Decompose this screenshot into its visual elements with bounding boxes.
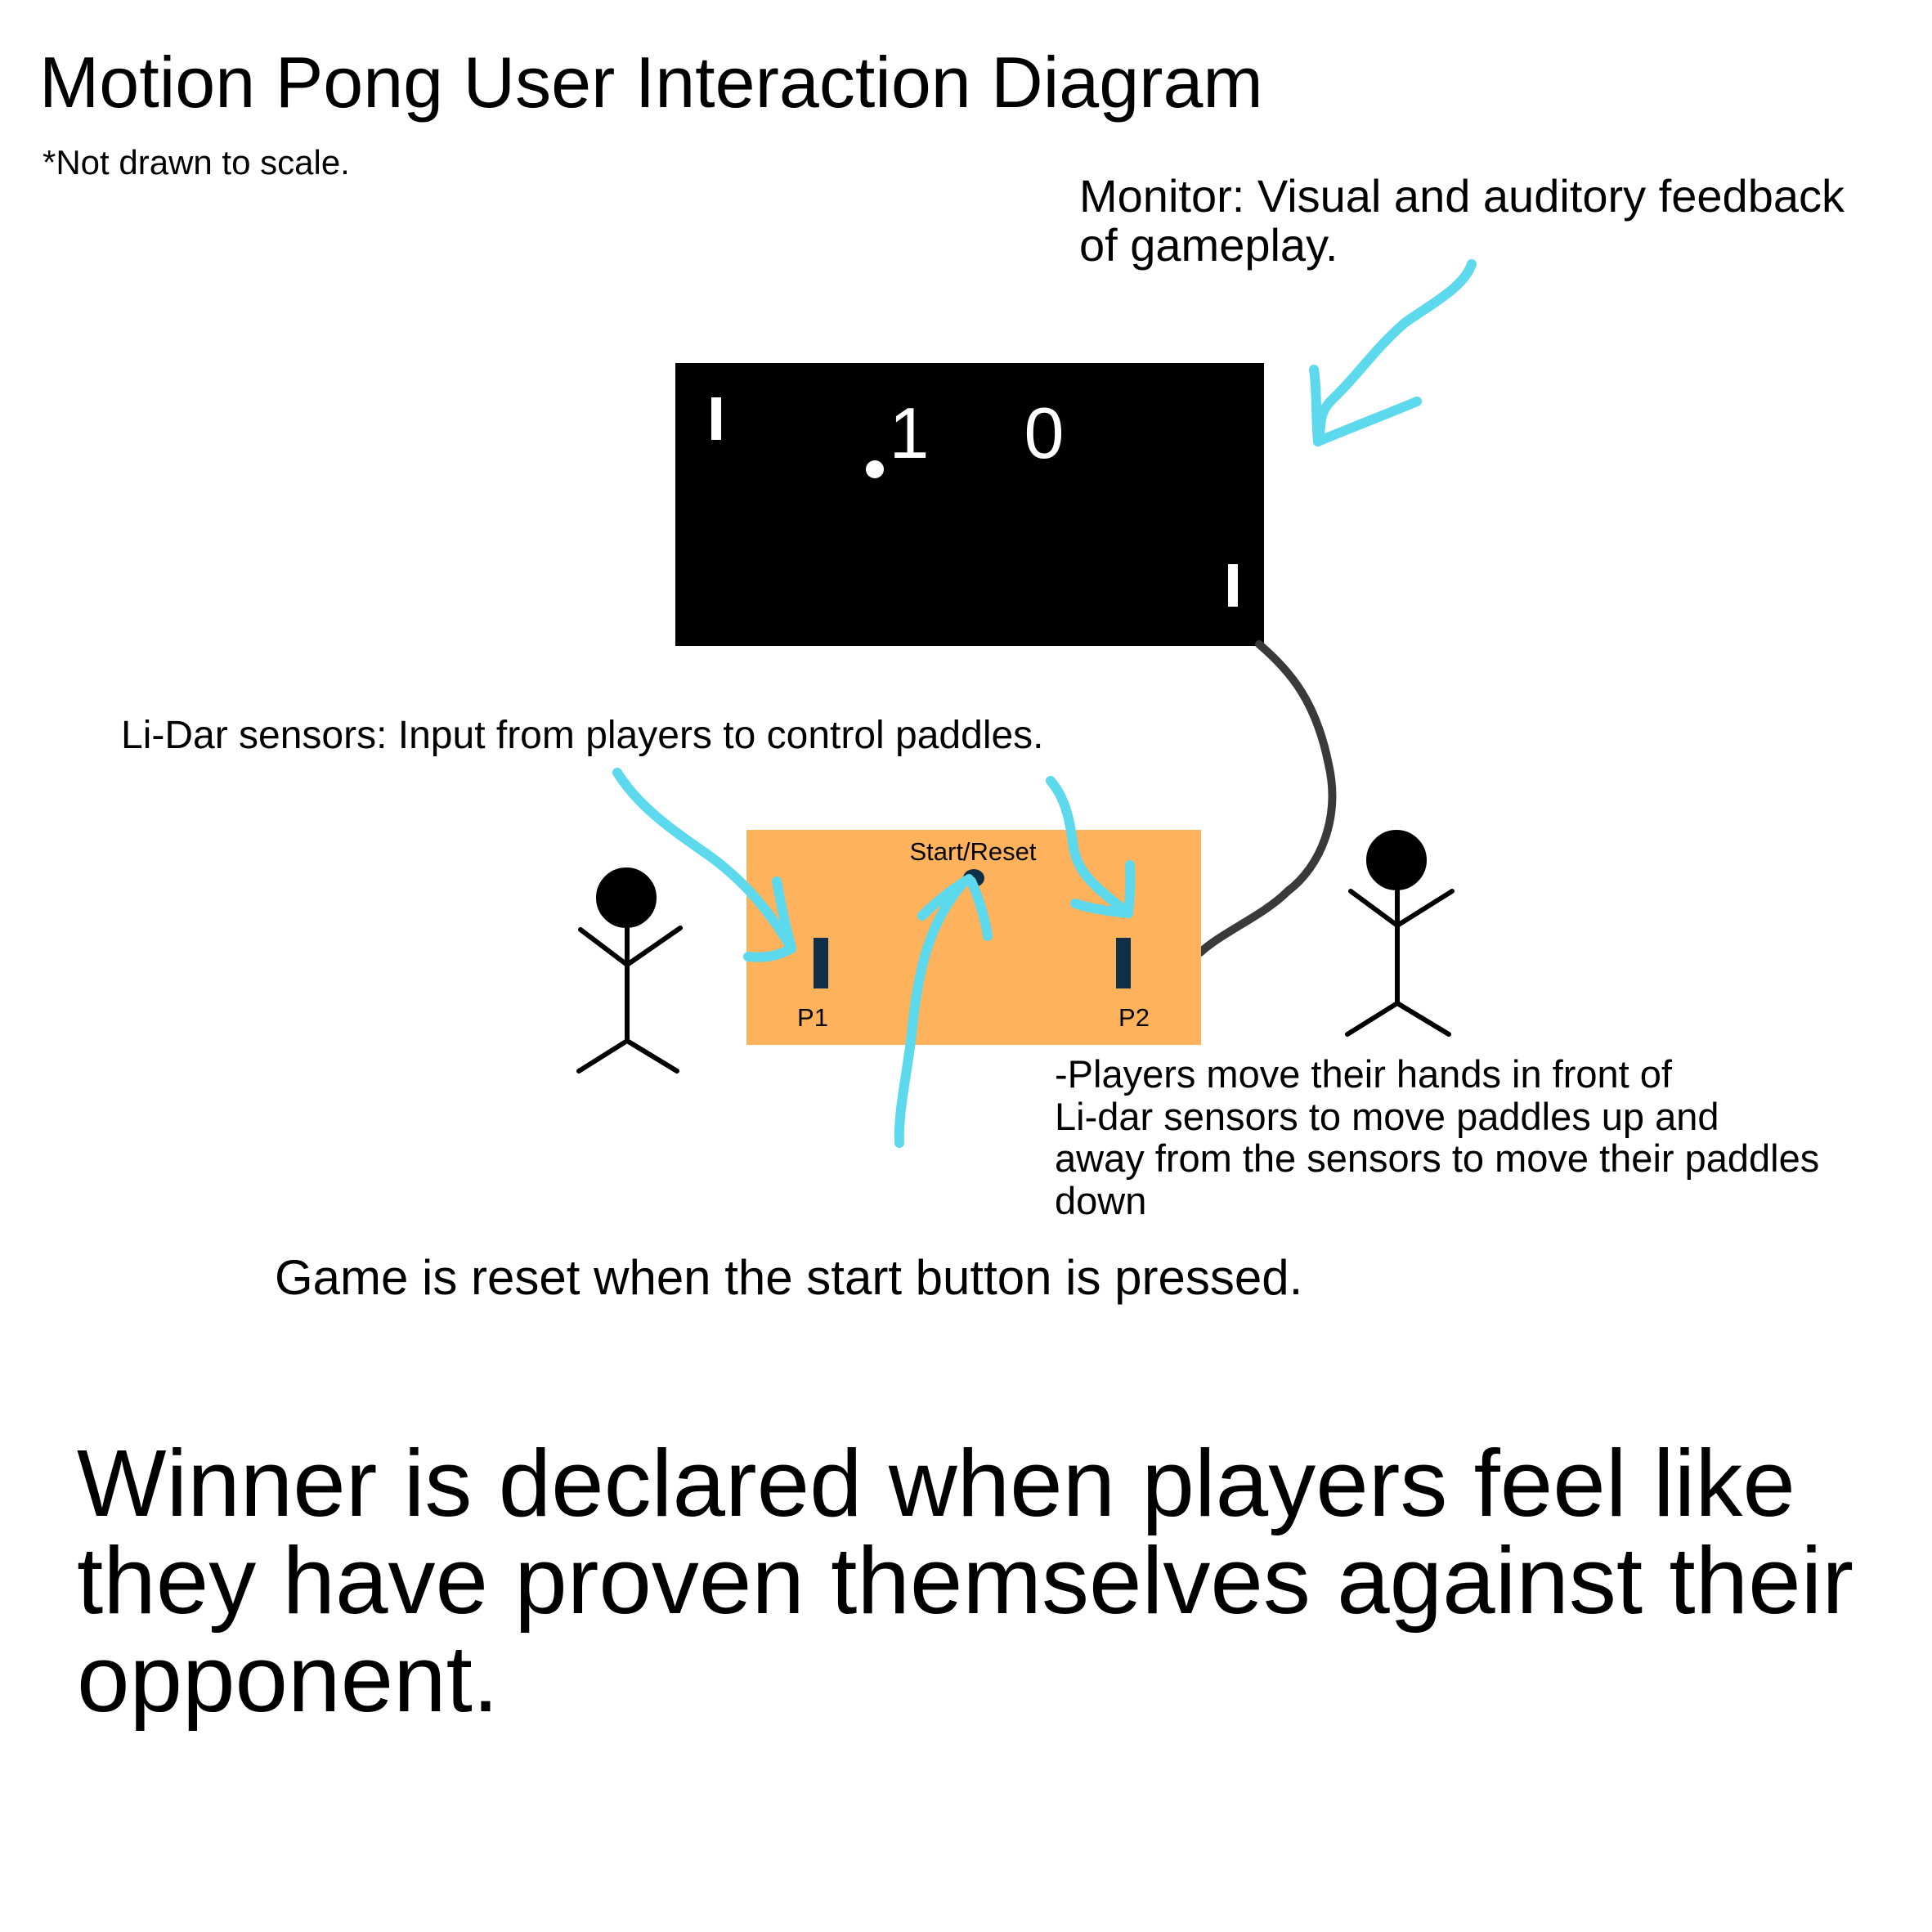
start-reset-label: Start/Reset xyxy=(909,837,1036,866)
player-1-left-leg xyxy=(579,1041,627,1071)
monitor-annotation-line-2: of gameplay. xyxy=(1079,221,1845,270)
sensor-p1-label: P1 xyxy=(797,1003,828,1032)
page-title: Motion Pong User Interaction Diagram xyxy=(39,41,1263,123)
lidar-annotation: Li-Dar sensors: Input from players to co… xyxy=(121,713,1044,758)
left-paddle-on-screen xyxy=(711,397,721,440)
player-2-right-arm xyxy=(1397,891,1452,926)
ball-on-screen xyxy=(866,460,884,478)
lidar-p2-arrow-head-1 xyxy=(1128,865,1130,913)
movement-annotation-line-1: -Players move their hands in front of xyxy=(1055,1053,1819,1096)
player-1-left-arm xyxy=(580,930,627,965)
sensor-p1 xyxy=(814,938,828,988)
reset-annotation: Game is reset when the start button is p… xyxy=(275,1249,1302,1306)
player-1-head xyxy=(598,870,654,926)
movement-annotation-line-3: away from the sensors to move their padd… xyxy=(1055,1137,1819,1180)
monitor-arrow-head-1 xyxy=(1314,370,1318,442)
monitor-cable xyxy=(1200,644,1332,953)
player-2-figure xyxy=(1347,832,1452,1034)
monitor-arrow-head-2 xyxy=(1318,401,1417,442)
monitor-annotation-line-1: Monitor: Visual and auditory feedback xyxy=(1079,172,1845,221)
movement-annotation-line-2: Li-dar sensors to move paddles up and xyxy=(1055,1096,1819,1138)
score-p2: 0 xyxy=(1024,392,1065,473)
player-1-figure xyxy=(579,870,680,1071)
player-2-left-leg xyxy=(1347,1003,1397,1034)
sensor-p2-label: P2 xyxy=(1118,1003,1150,1032)
scale-note: *Not drawn to scale. xyxy=(43,143,350,182)
winner-annotation: Winner is declared when players feel lik… xyxy=(77,1435,1908,1728)
player-1-right-arm xyxy=(627,928,680,965)
movement-annotation: -Players move their hands in front of Li… xyxy=(1055,1053,1819,1222)
monitor: 1 0 xyxy=(675,363,1264,646)
score-p1: 1 xyxy=(890,392,930,473)
monitor-screen xyxy=(675,363,1264,646)
player-2-left-arm xyxy=(1351,891,1397,926)
player-2-head xyxy=(1369,832,1424,888)
monitor-annotation: Monitor: Visual and auditory feedback of… xyxy=(1079,172,1845,271)
movement-annotation-line-4: down xyxy=(1055,1180,1819,1222)
right-paddle-on-screen xyxy=(1228,564,1238,607)
sensor-p2 xyxy=(1116,938,1131,988)
player-1-right-leg xyxy=(627,1041,677,1071)
player-2-right-leg xyxy=(1397,1003,1449,1034)
